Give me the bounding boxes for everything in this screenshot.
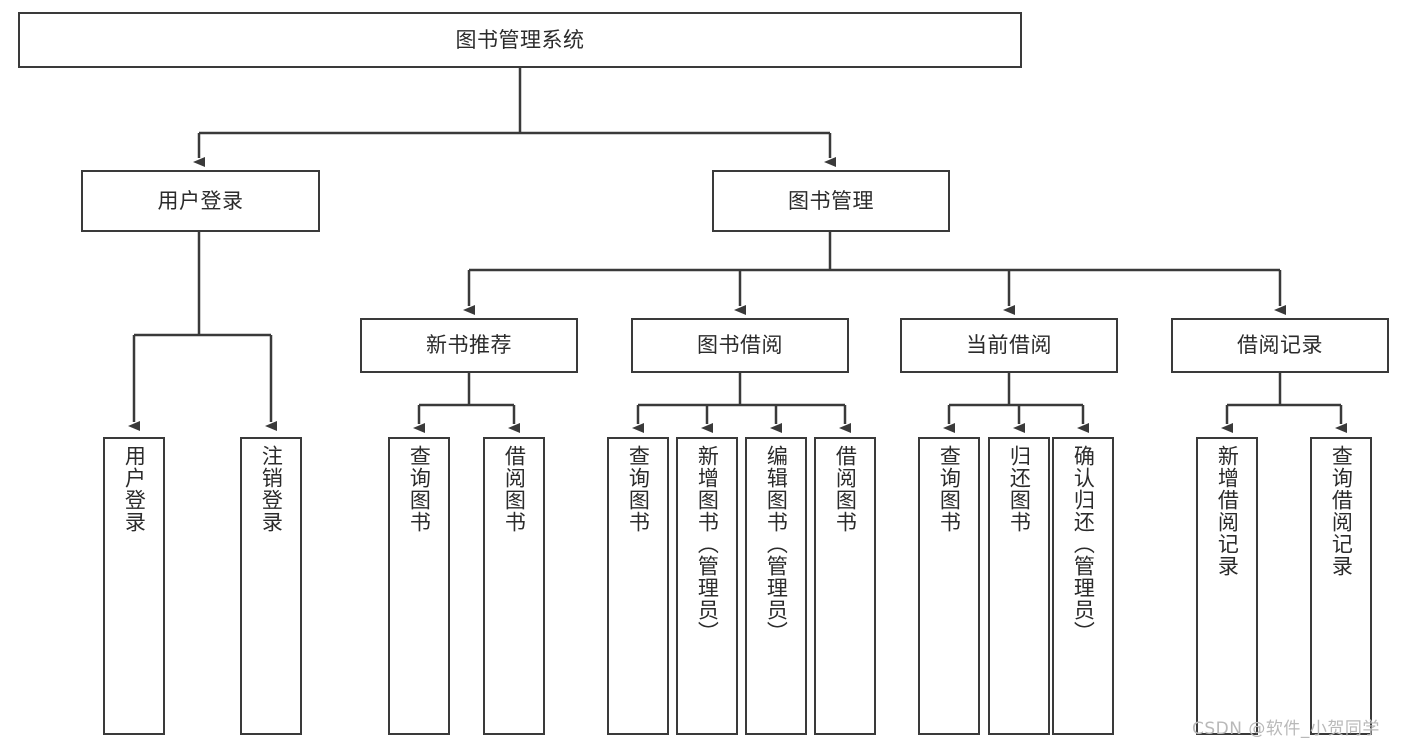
leaf-add-book[interactable]: 新增图书（管理员） — [676, 437, 738, 735]
leaf-logout-login-label: 注销登录 — [259, 445, 284, 533]
node-book-management[interactable]: 图书管理 — [712, 170, 950, 232]
node-root[interactable]: 图书管理系统 — [18, 12, 1022, 68]
leaf-logout-login[interactable]: 注销登录 — [240, 437, 302, 735]
leaf-add-record[interactable]: 新增借阅记录 — [1196, 437, 1258, 735]
leaf-borrow-book-1-label: 借阅图书 — [502, 445, 527, 533]
leaf-user-login[interactable]: 用户登录 — [103, 437, 165, 735]
node-book-borrow-label: 图书借阅 — [697, 333, 783, 358]
node-user-login[interactable]: 用户登录 — [81, 170, 320, 232]
leaf-query-book-3-label: 查询图书 — [937, 445, 962, 533]
leaf-user-login-label: 用户登录 — [122, 445, 147, 533]
leaf-confirm-return-label: 确认归还（管理员） — [1071, 445, 1096, 643]
leaf-query-book-3[interactable]: 查询图书 — [918, 437, 980, 735]
leaf-query-book-2[interactable]: 查询图书 — [607, 437, 669, 735]
leaf-borrow-book-2-label: 借阅图书 — [833, 445, 858, 533]
leaf-borrow-book-1[interactable]: 借阅图书 — [483, 437, 545, 735]
node-user-login-label: 用户登录 — [157, 188, 244, 213]
leaf-query-book-2-label: 查询图书 — [626, 445, 651, 533]
leaf-return-book-label: 归还图书 — [1007, 445, 1032, 533]
leaf-borrow-book-2[interactable]: 借阅图书 — [814, 437, 876, 735]
node-root-label: 图书管理系统 — [455, 27, 585, 52]
node-book-borrow[interactable]: 图书借阅 — [631, 318, 849, 373]
leaf-query-record[interactable]: 查询借阅记录 — [1310, 437, 1372, 735]
node-book-management-label: 图书管理 — [788, 188, 874, 213]
leaf-query-record-label: 查询借阅记录 — [1329, 445, 1354, 577]
leaf-add-book-label: 新增图书（管理员） — [695, 445, 720, 643]
watermark-text: CSDN @软件_小贺同学 — [1192, 719, 1380, 739]
node-new-book-recommend-label: 新书推荐 — [426, 333, 512, 358]
leaf-edit-book[interactable]: 编辑图书（管理员） — [745, 437, 807, 735]
leaf-confirm-return[interactable]: 确认归还（管理员） — [1052, 437, 1114, 735]
node-new-book-recommend[interactable]: 新书推荐 — [360, 318, 578, 373]
leaf-edit-book-label: 编辑图书（管理员） — [764, 445, 789, 643]
node-current-borrow[interactable]: 当前借阅 — [900, 318, 1118, 373]
leaf-query-book-1-label: 查询图书 — [407, 445, 432, 533]
node-current-borrow-label: 当前借阅 — [966, 333, 1052, 358]
node-borrow-record-label: 借阅记录 — [1237, 333, 1323, 358]
leaf-add-record-label: 新增借阅记录 — [1215, 445, 1240, 577]
leaf-query-book-1[interactable]: 查询图书 — [388, 437, 450, 735]
node-borrow-record[interactable]: 借阅记录 — [1171, 318, 1389, 373]
leaf-return-book[interactable]: 归还图书 — [988, 437, 1050, 735]
